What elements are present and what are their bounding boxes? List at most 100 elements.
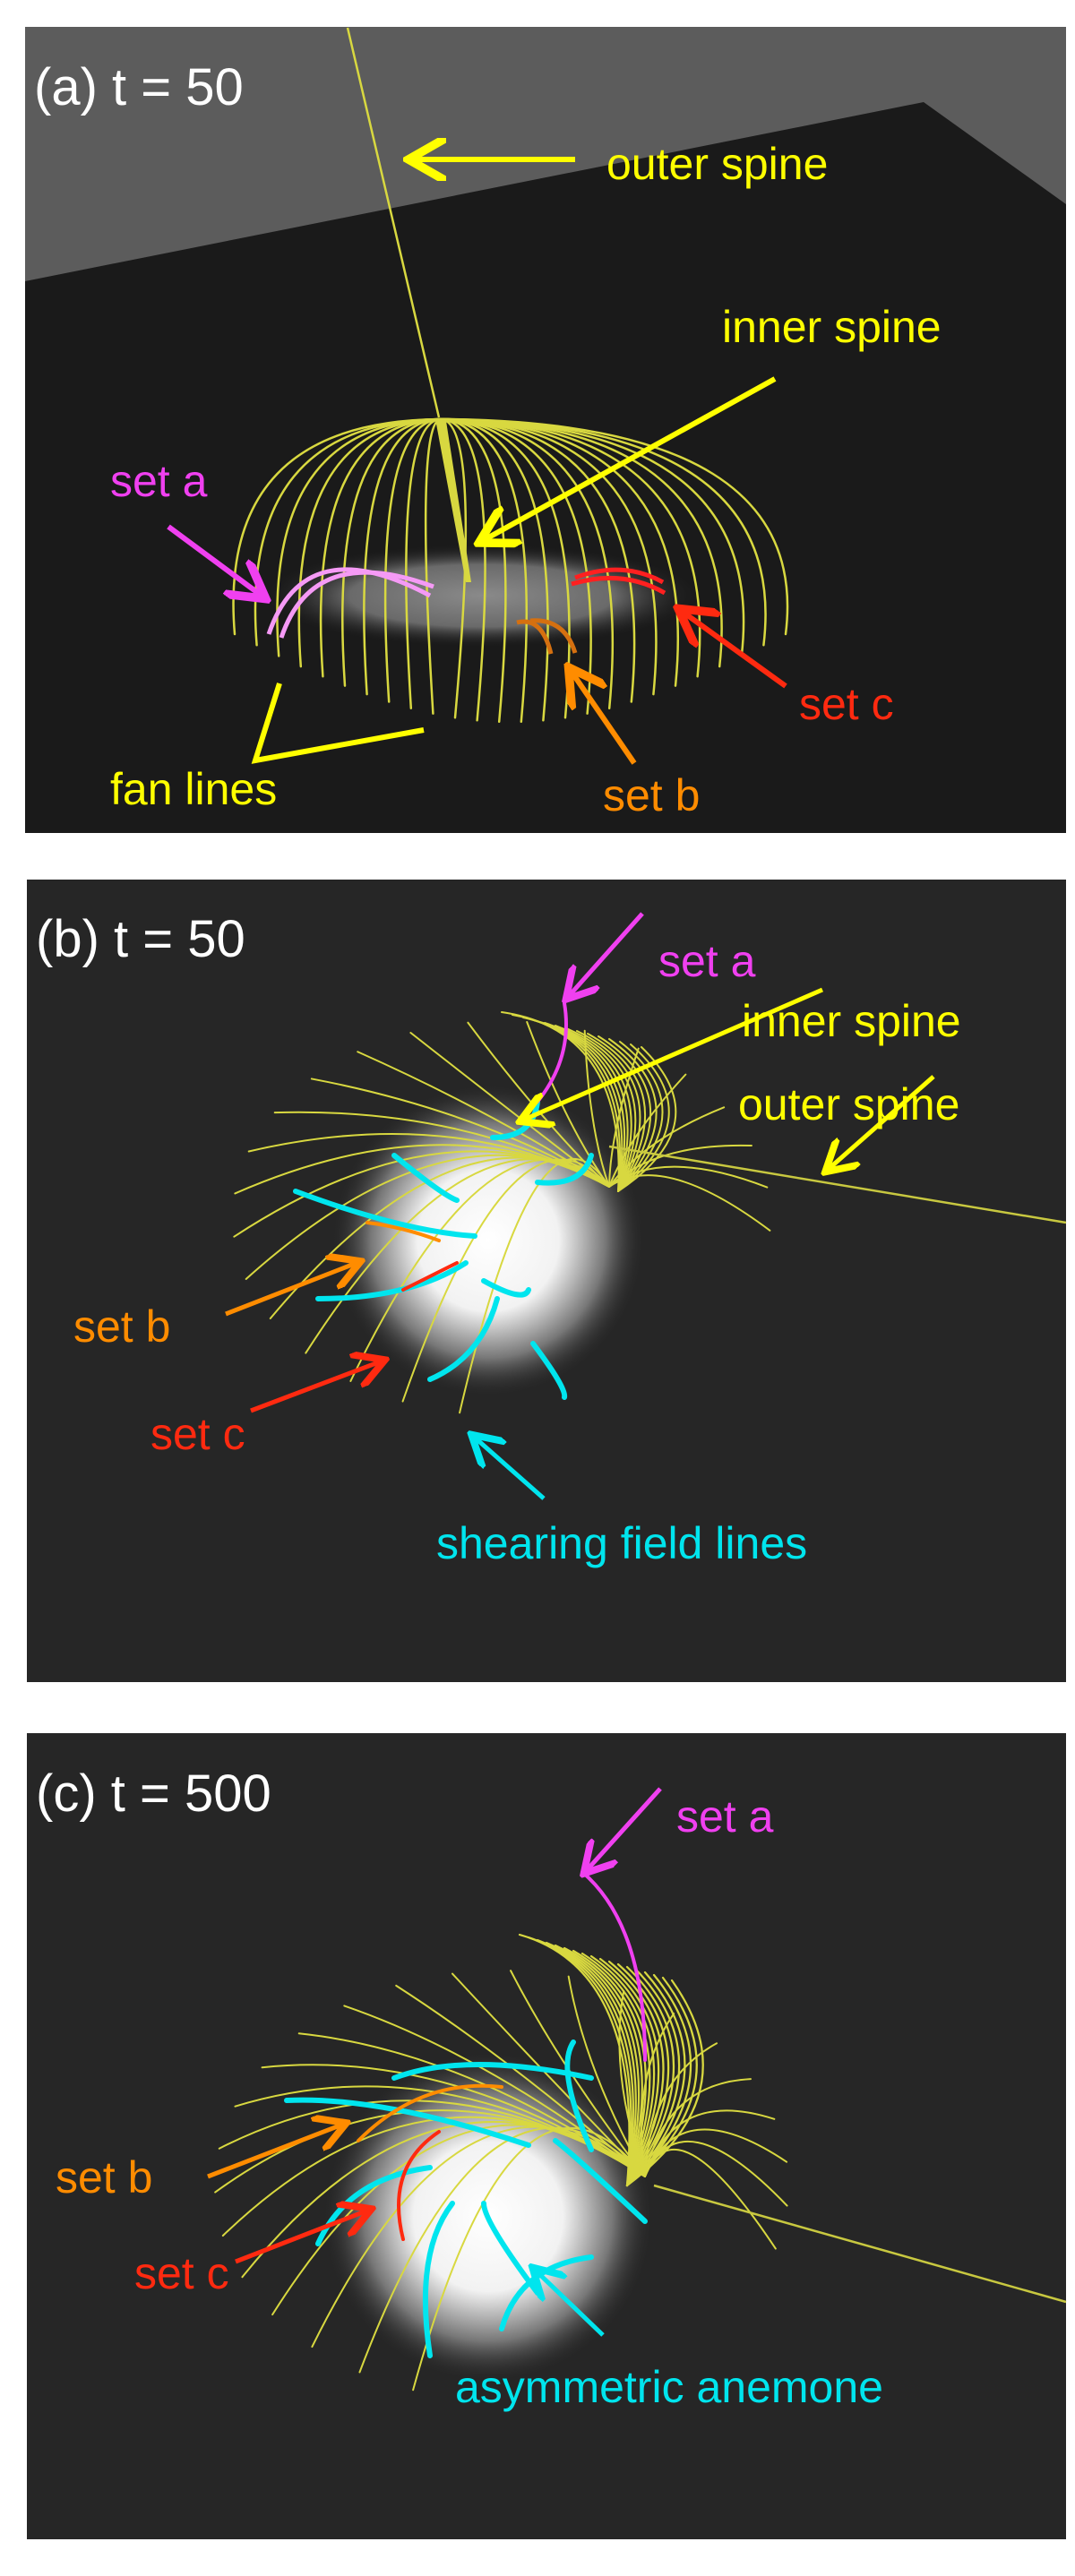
fan-line — [357, 1051, 610, 1188]
fan-line — [536, 1938, 634, 2187]
fan-line — [383, 417, 443, 703]
set-c-arrow-c — [235, 2211, 367, 2264]
shearing-field-line — [481, 1278, 531, 1298]
fan-line — [625, 1979, 704, 2187]
set-b-annotation-b: set b — [73, 1301, 170, 1352]
fan-line — [565, 1027, 637, 1192]
fan-line — [625, 1976, 698, 2187]
set-b-line — [366, 1221, 441, 1242]
fan-line — [401, 1158, 610, 1403]
set-b-annotation-a: set b — [603, 770, 700, 820]
shearing-field-line — [535, 1153, 594, 1186]
fan-line — [439, 417, 486, 722]
fan-line — [311, 2125, 646, 2348]
set-c-line — [401, 1261, 459, 1292]
fan-line — [341, 417, 443, 687]
set-a-arrow-c — [587, 1787, 662, 1870]
set-a-annotation-b: set a — [658, 936, 756, 986]
fan-line — [617, 1041, 664, 1192]
fan-line — [439, 417, 658, 696]
set-c-arrow-a — [683, 612, 787, 689]
fan-line — [439, 417, 615, 709]
panel-b-label: (b) t = 50 — [36, 910, 245, 968]
fan-line — [439, 417, 636, 703]
fan-line — [412, 2126, 646, 2391]
set-a-arrow-a — [167, 524, 262, 596]
fan-line — [580, 1952, 651, 2187]
set-c-annotation-a: set c — [799, 679, 894, 729]
fan-lines-annotation-a: fan lines — [110, 764, 277, 814]
fan-line — [625, 1965, 675, 2187]
inner-spine-arrow-b — [524, 987, 823, 1120]
set-a-line — [580, 1870, 647, 2062]
fan-line — [625, 1973, 692, 2187]
fan-line — [273, 1111, 610, 1188]
anemone-field-line — [481, 2201, 540, 2296]
fan-line — [363, 417, 443, 696]
set-b-line-2 — [529, 618, 578, 654]
fan-line — [439, 417, 529, 724]
set-a-arrow-b — [569, 912, 644, 996]
fan-line — [247, 1132, 610, 1188]
shearing-field-line — [530, 1341, 568, 1400]
fan-line — [395, 1984, 646, 2177]
shearing-arrow-b — [475, 1438, 546, 1500]
fan-line — [617, 1043, 670, 1192]
panel-a-sky-plane — [25, 27, 1066, 281]
set-b-arrow-c — [207, 2125, 342, 2179]
fan-line — [424, 417, 443, 715]
set-c-line — [397, 2130, 441, 2241]
anemone-field-line — [284, 2097, 531, 2148]
fan-line — [563, 1946, 643, 2187]
fan-line — [554, 1944, 641, 2187]
fan-line — [589, 1954, 656, 2187]
fan-line — [439, 417, 468, 719]
fan-lines-b — [233, 1011, 771, 1414]
fan-line — [439, 417, 789, 636]
outer-spine-arrow-b — [829, 1075, 935, 1169]
set-b-annotation-c: set b — [56, 2152, 152, 2202]
fan-line — [576, 1030, 641, 1192]
fan-line — [343, 2005, 646, 2177]
shearing-field-line — [427, 1296, 500, 1382]
set-a-line-2 — [279, 570, 434, 639]
set-b-line — [357, 2083, 503, 2142]
panel-a-label: (a) t = 50 — [34, 58, 244, 116]
fan-line — [310, 1078, 610, 1188]
panel-c: (c) t = 500 set a set b set c asymmetric… — [27, 1733, 1067, 2539]
panel-b-photosphere-glow — [331, 1084, 645, 1397]
fan-line — [405, 417, 443, 709]
anemone-field-line — [422, 2201, 455, 2358]
anemone-field-line — [391, 2062, 594, 2081]
shearing-field-line — [391, 1153, 460, 1203]
fan-line — [533, 1019, 626, 1192]
anemone-field-lines-c — [284, 1870, 648, 2358]
panel-a: (a) t = 50 outer spine inner spine set a… — [25, 27, 1066, 833]
fan-line — [608, 1038, 658, 1192]
anemone-annotation-c: asymmetric anemone — [455, 2362, 883, 2412]
outer-spine-line-b — [608, 1145, 1067, 1224]
fan-line — [276, 417, 443, 657]
fan-line — [526, 1020, 610, 1188]
inner-spine-annotation-b: inner spine — [742, 996, 961, 1046]
fan-line — [358, 2126, 646, 2374]
shearing-field-line — [293, 1189, 477, 1239]
panel-c-label: (c) t = 500 — [36, 1765, 271, 1823]
panel-a-photosphere-glow — [262, 544, 702, 648]
shearing-field-line — [315, 1260, 469, 1301]
fan-line — [607, 1960, 665, 2187]
set-c-lines — [571, 575, 666, 596]
anemone-field-line — [553, 2138, 648, 2224]
fan-line — [545, 1941, 637, 2187]
outer-spine-annotation-a: outer spine — [606, 139, 828, 189]
fan-line — [261, 2064, 646, 2177]
fan-line — [625, 1968, 681, 2187]
anemone-field-line — [315, 2165, 433, 2246]
set-a-annotation-c: set a — [676, 1791, 774, 1842]
fan-line — [598, 1035, 652, 1192]
fan-line — [439, 417, 507, 724]
inner-spine-arrow-a — [484, 376, 777, 540]
set-a-lines — [266, 567, 432, 635]
set-c-annotation-b: set c — [150, 1409, 245, 1459]
outer-spine-line-c — [653, 2184, 1067, 2304]
